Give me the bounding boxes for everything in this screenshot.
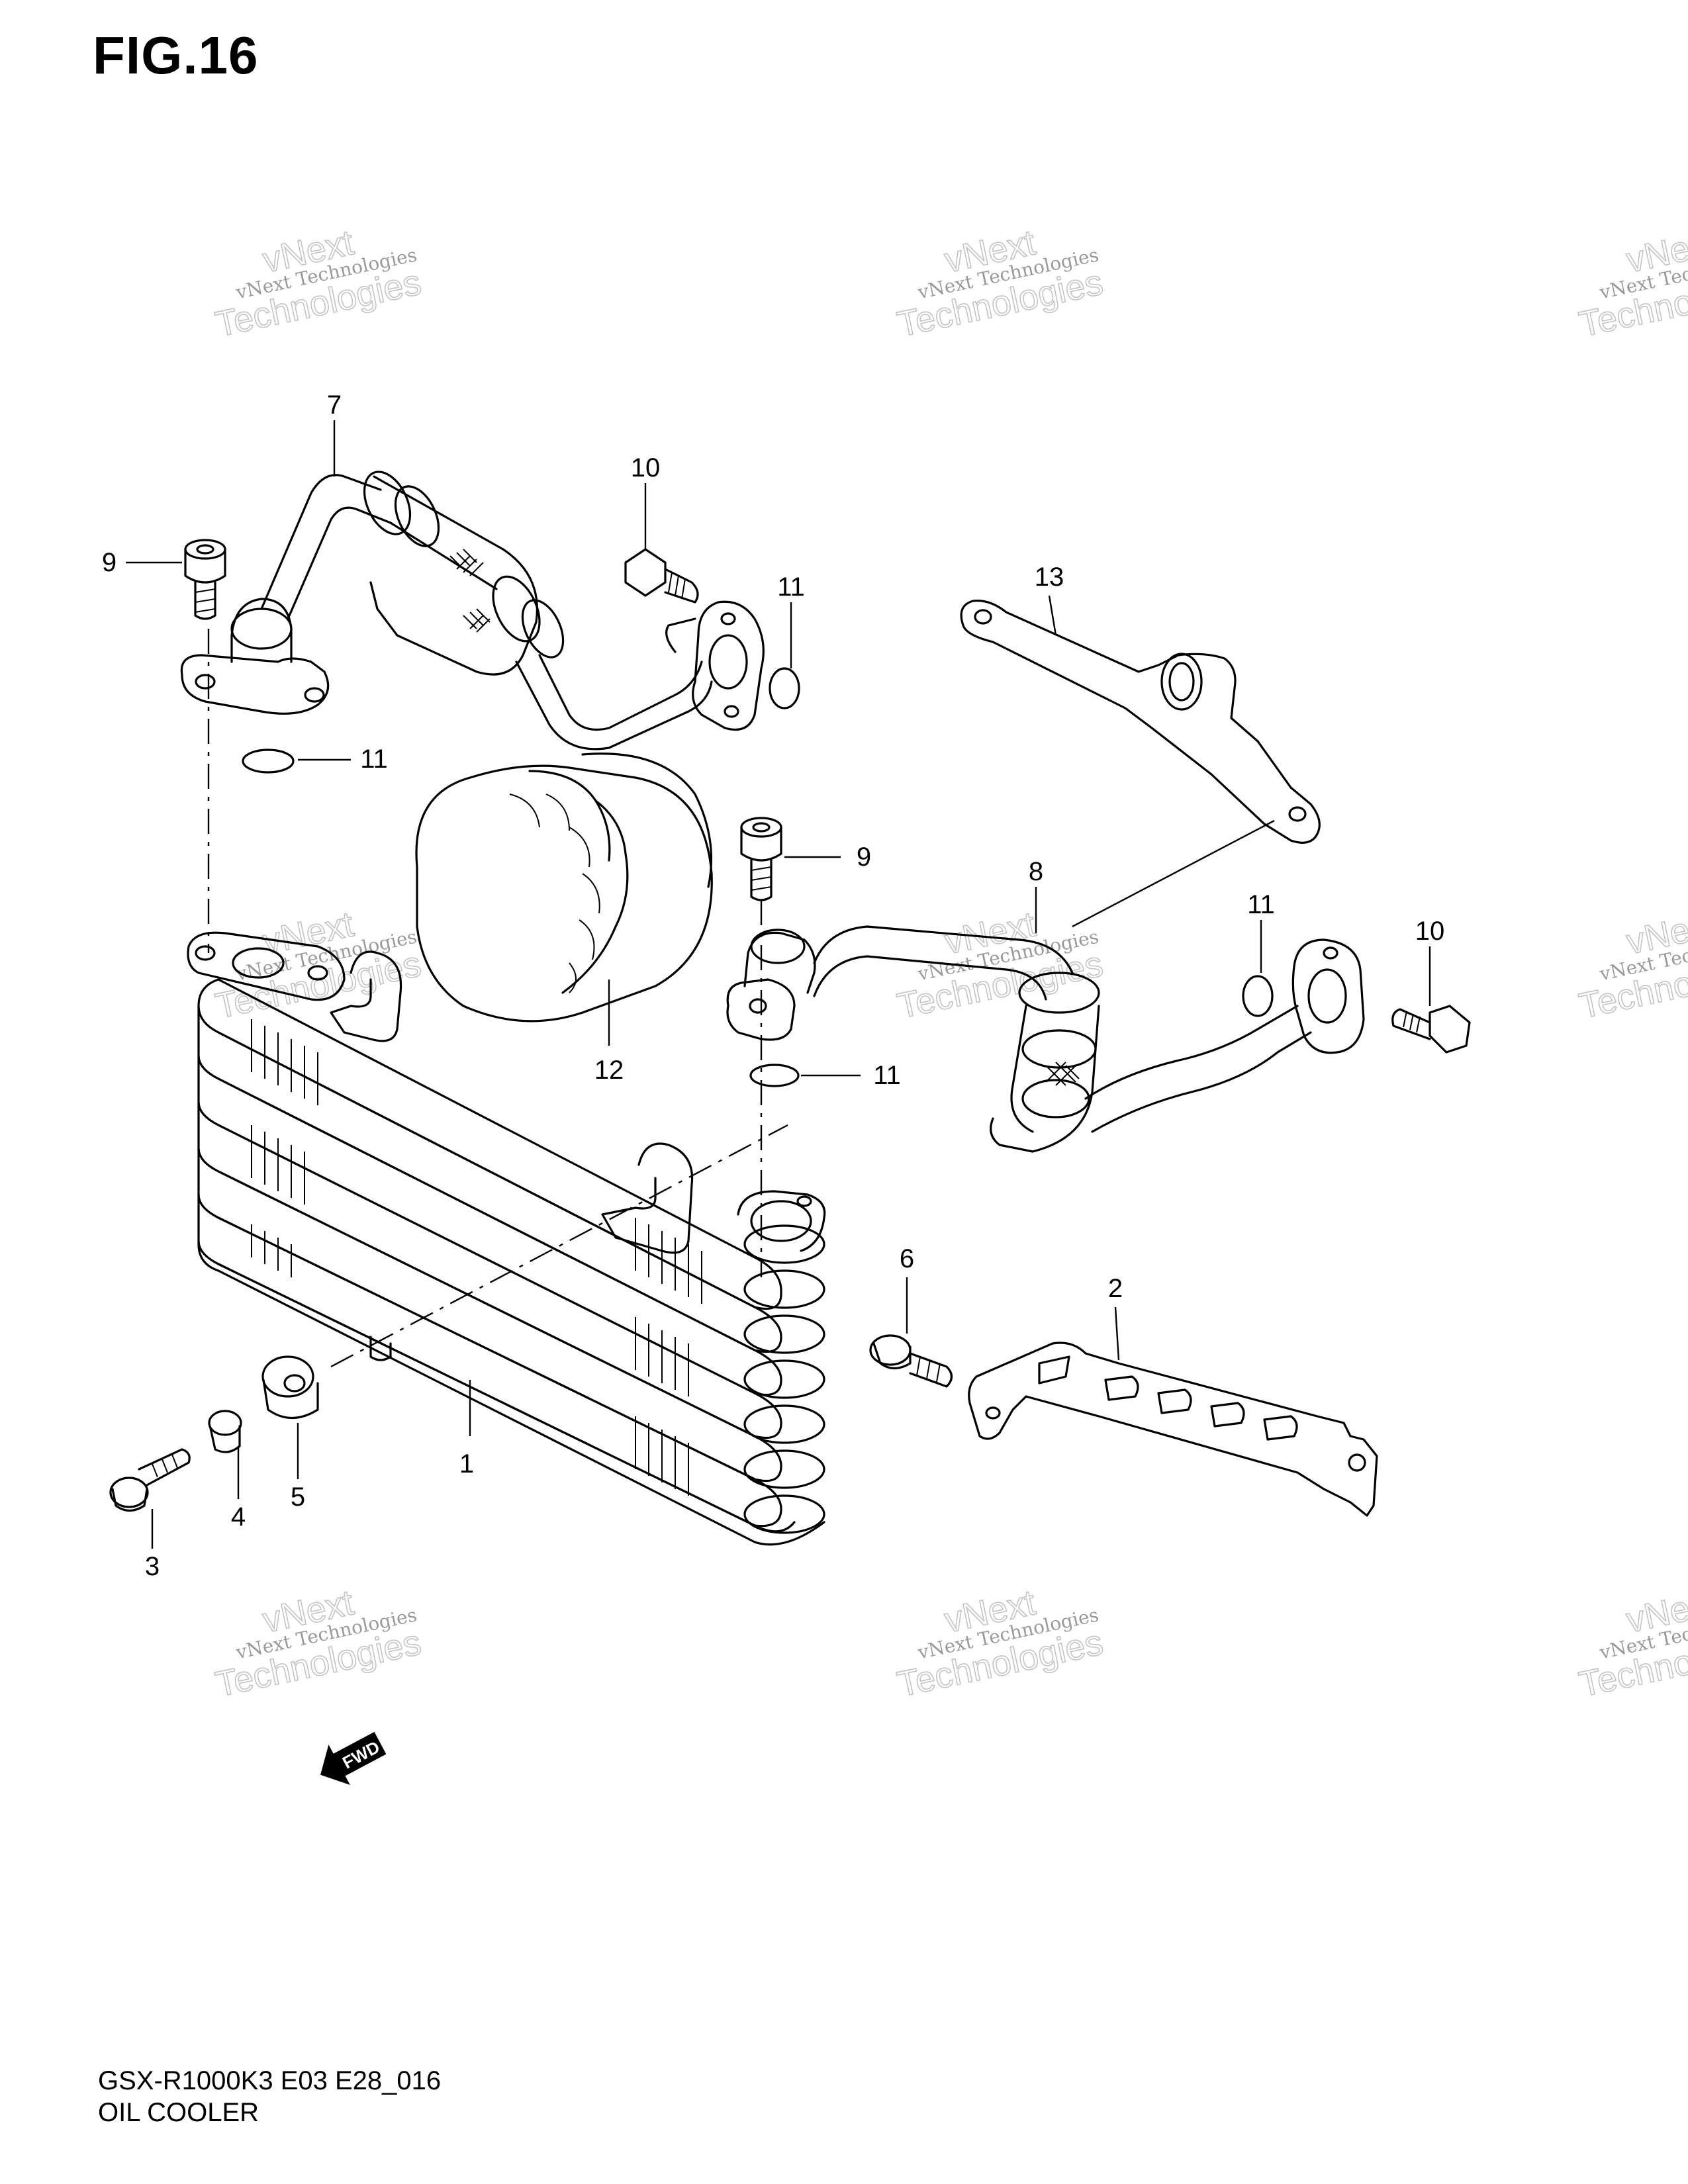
- watermark: vNext vNext Technologies Technologies: [212, 1582, 425, 1705]
- bolt-9-upper: [184, 539, 226, 620]
- watermark: vNext vNext Technologies Technologies: [1575, 903, 1688, 1026]
- bracket-upper: [960, 600, 1321, 844]
- figure-title: FIG.16: [93, 26, 259, 85]
- callout-1: 1: [459, 1449, 474, 1479]
- callout-11: 11: [1247, 890, 1275, 919]
- bolt-3: [109, 1448, 191, 1512]
- bolt-10-lower: [1391, 1005, 1471, 1054]
- callout-2: 2: [1108, 1274, 1123, 1303]
- o-ring-11-upper-left: [242, 749, 295, 774]
- callout-10: 10: [1415, 917, 1445, 946]
- watermark: vNext vNext Technologies Technologies: [1575, 222, 1688, 345]
- bracket-lower: [968, 1342, 1378, 1517]
- bolt-9-lower: [740, 817, 782, 901]
- oil-filter: [415, 752, 713, 1023]
- o-ring-11-upper-right: [769, 667, 800, 709]
- fwd-arrow-icon: FWD: [320, 1731, 387, 1786]
- oil-hose-lower: [726, 925, 1365, 1153]
- o-ring-11-lower-left: [749, 1064, 800, 1087]
- callout-9: 9: [857, 842, 871, 872]
- callout-11: 11: [360, 745, 388, 774]
- callout-13: 13: [1035, 563, 1064, 592]
- assembly-line: [330, 1124, 788, 1368]
- grommet-5: [261, 1355, 319, 1420]
- watermark: vNext vNext Technologies Technologies: [894, 903, 1107, 1026]
- oil-hose-upper: [180, 471, 765, 751]
- callout-4: 4: [231, 1502, 246, 1531]
- callout-3: 3: [145, 1552, 160, 1581]
- bolt-6: [869, 1334, 953, 1388]
- watermark: vNext vNext Technologies Technologies: [894, 1582, 1107, 1705]
- callout-7: 7: [327, 390, 342, 420]
- o-ring-11-lower-right: [1242, 975, 1274, 1017]
- collar-4: [208, 1410, 242, 1453]
- callout-5: 5: [291, 1482, 305, 1512]
- model-code: GSX-R1000K3 E03 E28_016: [98, 2066, 442, 2095]
- leader-lines: [126, 420, 1431, 1549]
- callout-11: 11: [873, 1061, 901, 1090]
- callout-12: 12: [594, 1056, 624, 1085]
- callout-6: 6: [900, 1244, 914, 1273]
- watermark: vNext vNext Technologies Technologies: [1575, 1582, 1688, 1705]
- callout-8: 8: [1029, 857, 1043, 886]
- callout-11: 11: [777, 572, 805, 602]
- watermark: vNext vNext Technologies Technologies: [894, 222, 1107, 345]
- section-title: OIL COOLER: [98, 2098, 259, 2127]
- bolt-10-upper: [624, 548, 699, 604]
- callout-10: 10: [631, 453, 661, 482]
- callout-9: 9: [102, 548, 117, 577]
- watermark: vNext vNext Technologies Technologies: [212, 222, 425, 345]
- oil-cooler-core: [187, 931, 826, 1546]
